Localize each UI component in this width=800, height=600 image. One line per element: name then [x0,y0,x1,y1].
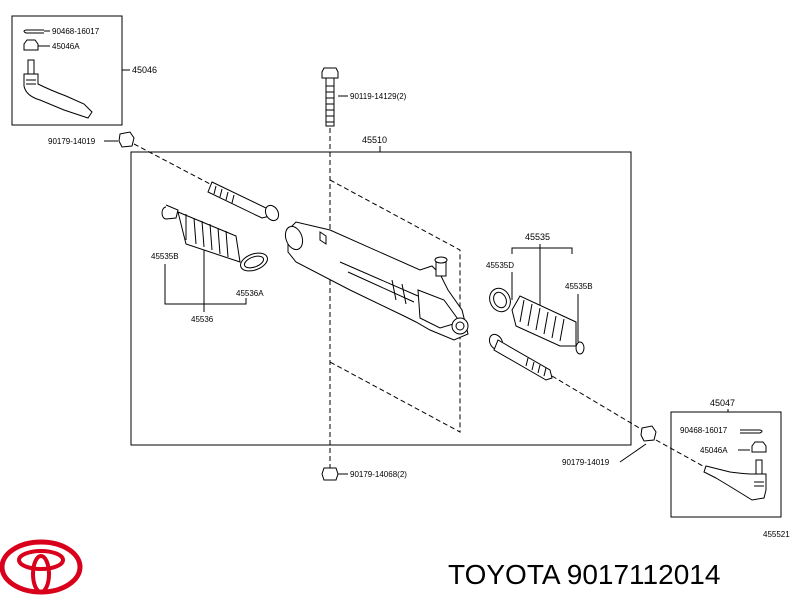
tie-rod-end-right-group: 45047 90468-16017 45046A [670,398,782,518]
ball-stud-right [755,459,763,475]
label-tie-rod-end-left: 45046 [132,65,157,75]
part-number-label: TOYOTA 9017112014 [448,559,720,590]
label-boot-left: 45536 [191,315,214,324]
label-nut-right: 45046A [700,446,728,455]
lock-nut-right-group: 90179-14019 [562,425,657,467]
toyota-logo [0,539,83,595]
label-bolt: 90119-14129(2) [350,92,407,101]
pinion-shaft [435,261,447,277]
cotter-pin-right [740,429,763,434]
label-cotter-pin-right: 90468-16017 [680,426,728,435]
tie-rod-end-left-group: 90468-16017 45046A 45046 [11,15,157,126]
tie-rod-end-right [703,465,767,501]
label-boot-clamp-left: 45535B [151,252,179,261]
bolt-group: 90119-14129(2) [321,67,407,470]
pinion-cap [451,317,469,335]
label-nut-bottom: 90179-14068(2) [350,470,407,479]
label-clamp-right-inner: 45535D [486,261,514,270]
tie-rod-end-left [23,73,93,119]
label-clamp-left: 45536A [236,289,264,298]
rack-box [130,151,632,446]
rack-assembly-group: 45510 45535B 45536A 45536 [130,135,632,446]
lock-nut-left-group: 90179-14019 [48,131,135,148]
cotter-pin-left [23,29,44,34]
label-nut-left: 45046A [52,42,80,51]
rack-dashed-outline [329,179,461,433]
label-boot-kit-right: 45535 [525,232,550,242]
label-rack-assembly: 45510 [362,135,387,145]
gear-housing [417,289,461,329]
bottom-nut [321,467,339,481]
bottom-nut-group: 90179-14068(2) [321,467,407,481]
inner-tie-rod-right [493,339,553,381]
clamp-right-small [575,341,585,355]
castle-nut-right [751,441,767,453]
label-nut-lower-right: 90179-14019 [562,458,610,467]
label-cotter-pin-left: 90468-16017 [52,27,100,36]
label-tie-rod-end-right: 45047 [710,398,735,408]
castle-nut-left [23,39,39,51]
inner-tie-rod-left [207,181,271,219]
label-clamp-right-outer: 45535B [565,282,593,291]
boot-left [177,211,241,263]
bolt-shank [325,77,335,127]
ball-stud-left [27,59,35,75]
leader-dashed-right [551,375,647,433]
bolt-head [321,67,339,79]
lock-nut-left [118,131,135,148]
inset-box-right [670,411,782,518]
clamp-left-large [240,252,268,272]
figure-id: 455521 [763,530,790,539]
lock-nut-right [640,425,657,442]
leader-dashed-left [133,143,213,186]
clamp-right-large [489,287,511,313]
boot-right [511,295,577,347]
label-nut-lower-left: 90179-14019 [48,137,96,146]
